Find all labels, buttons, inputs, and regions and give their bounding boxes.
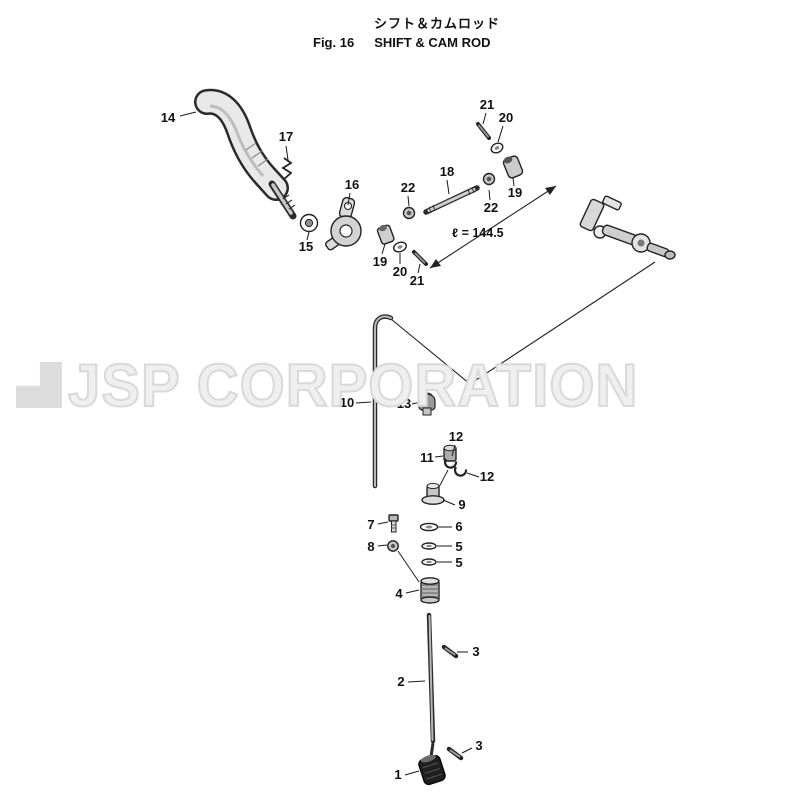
leader-line-17-1 (285, 145, 289, 161)
dimension-label: ℓ = 144.5 (452, 226, 504, 240)
clip-to-cap-axis-line (437, 469, 449, 490)
part-number-15-2: 15 (299, 239, 313, 254)
part-number-20-7: 20 (499, 110, 513, 125)
part-number-18-5: 18 (440, 164, 454, 179)
part-3-pin-lower (446, 746, 464, 761)
part-12-clip-lower (453, 466, 468, 477)
part-21-pin-top (476, 122, 491, 140)
part-18-cam-rod-upper (423, 185, 480, 215)
leader-line-22-9 (488, 189, 491, 201)
assembly-pointer-lines (390, 261, 656, 385)
part-number-12-17: 12 (480, 469, 494, 484)
part-number-21-6: 21 (480, 97, 494, 112)
leader-line-15-2 (306, 231, 310, 241)
leader-line-20-7 (497, 125, 504, 143)
part-number-11-15: 11 (420, 450, 434, 465)
part-1-shift-cam (418, 742, 446, 786)
part-20-washer-left (393, 241, 407, 253)
part-14-shift-lever (194, 88, 297, 220)
part-number-16-3: 16 (345, 177, 359, 192)
part-number-12-16: 12 (449, 429, 463, 444)
leader-line-9-18 (442, 499, 456, 506)
figure-number: Fig. 16 (313, 35, 355, 50)
part-number-2-25: 2 (397, 674, 404, 689)
part-19-collar-left (376, 224, 395, 245)
part-number-14-0: 14 (161, 110, 176, 125)
part-13-plug (418, 392, 436, 416)
part-number-17-1: 17 (279, 129, 293, 144)
part-8-nut (387, 540, 399, 552)
part-10-shift-rod (372, 314, 394, 489)
leader-line-13-14 (411, 401, 422, 405)
dimension-arrow-lower (430, 259, 441, 268)
nut-to-bushing-axis-line (397, 550, 420, 583)
leader-line-21-12 (417, 263, 421, 274)
leader-line-4-24 (405, 589, 420, 594)
part-21-pin-left (412, 250, 428, 266)
leader-line-18-5 (446, 179, 450, 195)
figure-title-english: SHIFT & CAM ROD (374, 35, 491, 50)
part-22-nut-left (402, 206, 416, 220)
part-number-8-21: 8 (367, 539, 374, 554)
figure-title-japanese: シフト＆カムロッド (374, 16, 501, 31)
part-2-cam-rod (426, 612, 436, 744)
leader-line-19-10 (381, 243, 386, 255)
part-number-22-4: 22 (401, 180, 415, 195)
leader-line-1-28 (404, 770, 420, 776)
part-number-19-8: 19 (508, 185, 522, 200)
leader-line-7-19 (377, 521, 389, 525)
part-3-pin-upper (441, 644, 459, 659)
part-number-1-28: 1 (394, 767, 401, 782)
part-number-19-10: 19 (373, 254, 387, 269)
part-19-collar-right (502, 155, 524, 179)
part-number-3-26: 3 (472, 644, 479, 659)
figure-title-row: Fig. 16 SHIFT & CAM ROD (313, 35, 490, 50)
part-number-20-11: 20 (393, 264, 407, 279)
leader-line-2-25 (407, 680, 426, 683)
part-number-13-14: 13 (397, 396, 411, 411)
part-number-6-20: 6 (455, 519, 462, 534)
leader-line-14-0 (179, 111, 197, 117)
leader-line-19-8 (512, 177, 515, 187)
part-number-9-18: 9 (458, 497, 465, 512)
leader-line-10-13 (355, 401, 372, 404)
dimension-arrow-upper (545, 186, 556, 195)
part-7-bolt (388, 514, 399, 533)
part-4-ribbed-bushing (420, 577, 440, 604)
part-22-nut-right (482, 172, 496, 186)
leader-line-16-3 (347, 192, 351, 206)
part-number-4-24: 4 (395, 586, 403, 601)
part-9-cap (421, 482, 445, 505)
part-number-3-27: 3 (475, 738, 482, 753)
leader-line-22-4 (407, 195, 410, 207)
leader-line-11-15 (434, 455, 444, 458)
leader-line-12-17 (466, 472, 480, 478)
part-16-shift-bracket (325, 196, 362, 251)
part-number-22-9: 22 (484, 200, 498, 215)
part-number-5-23: 5 (455, 555, 462, 570)
leader-line-12-16 (451, 444, 456, 457)
leader-line-8-21 (377, 544, 388, 547)
part-number-7-19: 7 (367, 517, 374, 532)
leader-line-21-6 (482, 112, 487, 125)
part-number-5-22: 5 (455, 539, 462, 554)
part-6-washer (419, 522, 439, 532)
part-number-10-13: 10 (340, 395, 354, 410)
part-5-washer-upper (421, 542, 437, 550)
installed-assembly-view (579, 195, 676, 260)
part-20-washer-top (490, 142, 504, 154)
part-15-bushing (299, 213, 319, 233)
part-12-clip-upper (443, 458, 458, 469)
part-17-spring-pin (281, 157, 293, 180)
part-5-washer-lower (421, 558, 437, 566)
leader-line-3-27 (461, 747, 473, 754)
dimension-annotation: ℓ = 144.5 (429, 185, 557, 269)
part-number-21-12: 21 (410, 273, 424, 288)
